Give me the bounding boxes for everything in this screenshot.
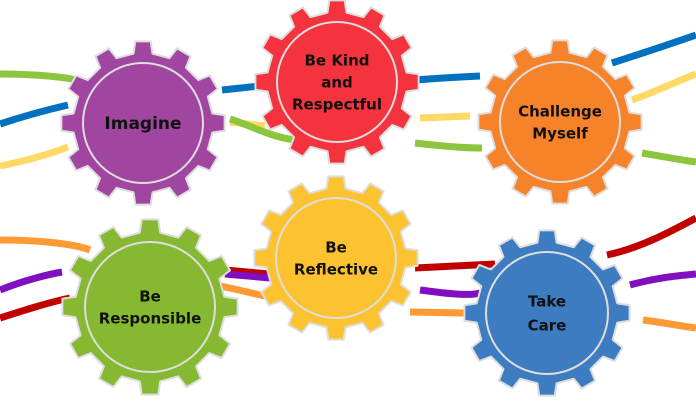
ribbon-yellow	[0, 143, 70, 170]
gear-label-line: Imagine	[104, 114, 181, 134]
gear-icon	[463, 229, 631, 397]
gear-label-line: Be	[325, 238, 347, 256]
gear-inner-ring	[485, 251, 609, 375]
gear-inner-ring	[275, 197, 397, 319]
ribbon-orange	[219, 282, 266, 300]
gear-icon	[477, 39, 643, 205]
ribbon-purple	[224, 270, 271, 282]
ribbon-blue	[0, 101, 69, 128]
gear-inner-ring	[82, 62, 204, 184]
gear-label-line: Respectful	[292, 95, 382, 113]
gear-label-line: Myself	[532, 124, 588, 142]
ribbon-blue	[610, 31, 696, 67]
ribbon-yellow	[419, 112, 471, 122]
ribbon-orange	[642, 316, 696, 332]
ribbon-red	[224, 266, 271, 278]
gear-icon	[61, 218, 239, 396]
gear-inner-ring	[499, 61, 621, 183]
gear-label-line: and	[321, 73, 353, 91]
ribbon-orange	[0, 236, 92, 254]
ribbon-purple	[419, 286, 482, 298]
gear-inner-ring	[276, 21, 398, 143]
ribbon-green	[0, 70, 77, 84]
connector-ribbons	[0, 31, 696, 332]
ribbon-purple	[629, 270, 696, 289]
gear-imagine: Imagine	[60, 40, 226, 206]
gear-icon	[254, 0, 420, 165]
ribbon-green	[228, 115, 296, 144]
gear-label-line: Responsible	[99, 309, 202, 327]
ribbon-green	[414, 139, 483, 152]
gear-label-line: Be	[139, 287, 161, 305]
ribbon-red	[414, 260, 496, 272]
gear-label-line: Care	[528, 316, 567, 334]
gear-label-line: Be Kind	[304, 51, 369, 69]
ribbon-red	[0, 294, 71, 322]
ribbon-green	[641, 149, 696, 166]
ribbon-red	[606, 214, 696, 259]
ribbon-yellow	[630, 70, 696, 104]
gear-icon	[60, 40, 226, 206]
gear-label-line: Reflective	[294, 260, 378, 278]
gear-icon	[253, 175, 419, 341]
gear-inner-ring	[84, 241, 216, 373]
ribbon-blue	[221, 82, 261, 94]
gear-label-line: Take	[528, 292, 566, 310]
ribbon-purple	[0, 268, 63, 294]
ribbon-orange	[409, 308, 466, 317]
ribbon-blue	[414, 72, 481, 84]
gear-label-line: Challenge	[518, 102, 602, 120]
